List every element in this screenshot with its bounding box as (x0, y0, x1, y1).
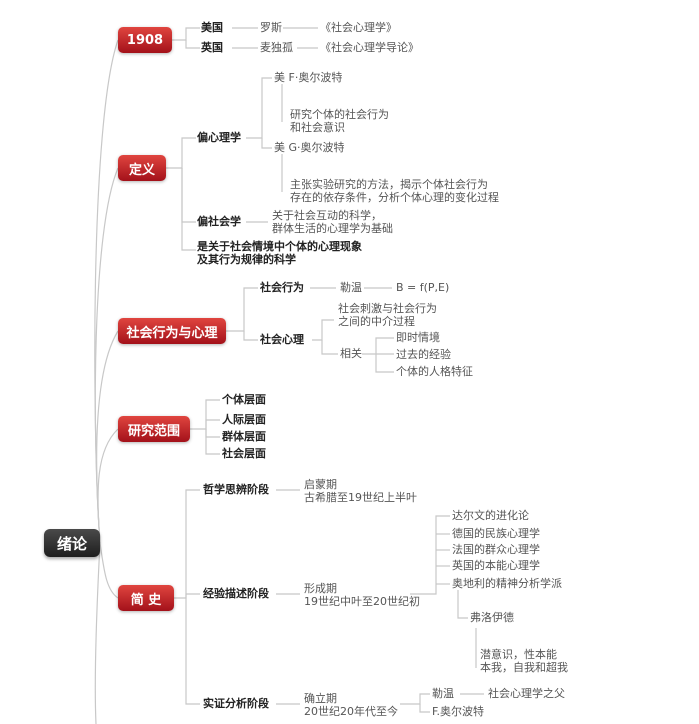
social-psych: 社会心理 (260, 333, 304, 346)
factor-experience: 过去的经验 (396, 348, 451, 361)
definition-psych: 偏心理学 (197, 131, 241, 144)
book-mcdougall: 《社会心理学导论》 (320, 41, 419, 54)
stage-empirical-desc: 形成期 19世纪中叶至20世纪初 (304, 582, 420, 608)
country-uk: 英国 (201, 41, 223, 54)
person-mcdougall: 麦独孤 (260, 41, 293, 54)
founder-title: 社会心理学之父 (488, 687, 565, 700)
definition-summary: 是关于社会情境中个体的心理现象 及其行为规律的科学 (197, 240, 362, 266)
branch-social-behavior[interactable]: 社会行为与心理 (118, 318, 226, 344)
lewin: 勒温 (340, 281, 362, 294)
related: 相关 (340, 347, 362, 360)
founder-allport: F.奥尔波特 (432, 705, 485, 718)
root-node[interactable]: 绪论 (44, 529, 100, 557)
school-austrian: 奥地利的精神分析学派 (452, 577, 562, 590)
mediator: 社会刺激与社会行为 之间的中介过程 (338, 302, 437, 328)
branch-scope[interactable]: 研究范围 (118, 416, 190, 442)
scope-interpersonal: 人际层面 (222, 413, 266, 426)
stage-positivist: 实证分析阶段 (203, 697, 269, 710)
school-french: 法国的群众心理学 (452, 543, 540, 556)
factor-personality: 个体的人格特征 (396, 365, 473, 378)
allport-g-desc: 主张实验研究的方法，揭示个体社会行为 存在的依存条件，分析个体心理的变化过程 (290, 178, 499, 204)
scope-society: 社会层面 (222, 447, 266, 460)
stage-positivist-desc: 确立期 20世纪20年代至今 (304, 692, 398, 718)
branch-history[interactable]: 简 史 (118, 585, 174, 611)
allport-f-desc: 研究个体的社会行为 和社会意识 (290, 108, 389, 134)
person-ross: 罗斯 (260, 21, 282, 34)
branch-definition[interactable]: 定义 (118, 155, 166, 181)
book-ross: 《社会心理学》 (320, 21, 397, 34)
country-usa: 美国 (201, 21, 223, 34)
lewin-formula: B = f(P,E) (396, 281, 450, 294)
founder-lewin: 勒温 (432, 687, 454, 700)
stage-philosophy: 哲学思辨阶段 (203, 483, 269, 496)
freud-desc: 潜意识，性本能 本我，自我和超我 (480, 648, 568, 674)
branch-1908[interactable]: 1908 (118, 27, 172, 53)
scope-individual: 个体层面 (222, 393, 266, 406)
school-darwin: 达尔文的进化论 (452, 509, 529, 522)
freud: 弗洛伊德 (470, 611, 514, 624)
stage-philosophy-desc: 启蒙期 古希腊至19世纪上半叶 (304, 478, 417, 504)
factor-situation: 即时情境 (396, 331, 440, 344)
definition-socio: 偏社会学 (197, 215, 241, 228)
school-english: 英国的本能心理学 (452, 559, 540, 572)
stage-empirical: 经验描述阶段 (203, 587, 269, 600)
socio-desc: 关于社会互动的科学， 群体生活的心理学为基础 (272, 209, 393, 235)
social-behavior: 社会行为 (260, 281, 304, 294)
scope-group: 群体层面 (222, 430, 266, 443)
school-german: 德国的民族心理学 (452, 527, 540, 540)
allport-f: 美 F·奥尔波特 (274, 71, 343, 84)
allport-g: 美 G·奥尔波特 (274, 141, 345, 154)
